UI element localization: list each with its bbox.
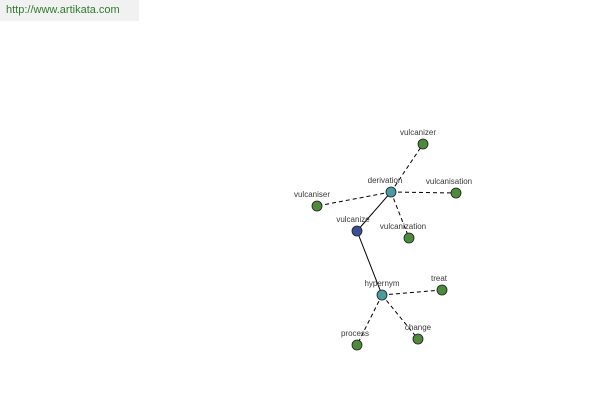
node-change-dot[interactable] <box>412 333 424 345</box>
node-vulcanisation-label[interactable]: vulcanisation <box>426 177 472 186</box>
node-treat[interactable]: treat <box>431 274 448 296</box>
edge-derivation-vulcanizer <box>390 143 424 193</box>
node-vulcaniser-label[interactable]: vulcaniser <box>294 190 330 199</box>
graph-edges <box>316 143 457 346</box>
node-vulcanize-dot[interactable] <box>351 225 363 237</box>
node-hypernym[interactable]: hypernym <box>364 279 400 301</box>
node-change[interactable]: change <box>405 323 432 345</box>
edge-derivation-vulcanization <box>390 191 410 239</box>
source-url[interactable]: http://www.artikata.com <box>0 0 139 21</box>
node-vulcanizer-label[interactable]: vulcanizer <box>400 128 436 137</box>
node-vulcaniser[interactable]: vulcaniser <box>294 190 330 212</box>
edge-hypernym-change <box>381 294 419 340</box>
edge-hypernym-treat <box>381 289 443 296</box>
node-derivation-label[interactable]: derivation <box>368 176 403 185</box>
edge-vulcanize-hypernym <box>356 230 383 296</box>
node-treat-label[interactable]: treat <box>431 274 448 283</box>
node-process-dot[interactable] <box>351 339 363 351</box>
node-vulcanizer[interactable]: vulcanizer <box>400 128 436 150</box>
node-vulcaniser-dot[interactable] <box>311 200 323 212</box>
node-vulcanize-label[interactable]: vulcanize <box>336 215 370 224</box>
edge-hypernym-process <box>356 294 383 346</box>
edge-derivation-vulcanisation <box>390 191 457 194</box>
node-derivation-dot[interactable] <box>385 186 397 198</box>
node-vulcanisation-dot[interactable] <box>450 187 462 199</box>
edge-vulcanize-derivation <box>356 191 392 232</box>
node-hypernym-label[interactable]: hypernym <box>364 279 399 288</box>
node-vulcanisation[interactable]: vulcanisation <box>426 177 472 199</box>
node-process[interactable]: process <box>341 329 369 351</box>
graph-nodes: vulcanizer derivation vulcanisation vulc… <box>294 128 472 351</box>
node-hypernym-dot[interactable] <box>376 289 388 301</box>
node-vulcanization-dot[interactable] <box>403 232 415 244</box>
node-vulcanizer-dot[interactable] <box>417 138 429 150</box>
node-vulcanization[interactable]: vulcanization <box>380 222 426 244</box>
node-derivation[interactable]: derivation <box>368 176 403 198</box>
node-vulcanize[interactable]: vulcanize <box>336 215 370 237</box>
node-change-label[interactable]: change <box>405 323 432 332</box>
node-vulcanization-label[interactable]: vulcanization <box>380 222 426 231</box>
node-treat-dot[interactable] <box>436 284 448 296</box>
node-process-label[interactable]: process <box>341 329 369 338</box>
edge-derivation-vulcaniser <box>316 191 392 207</box>
